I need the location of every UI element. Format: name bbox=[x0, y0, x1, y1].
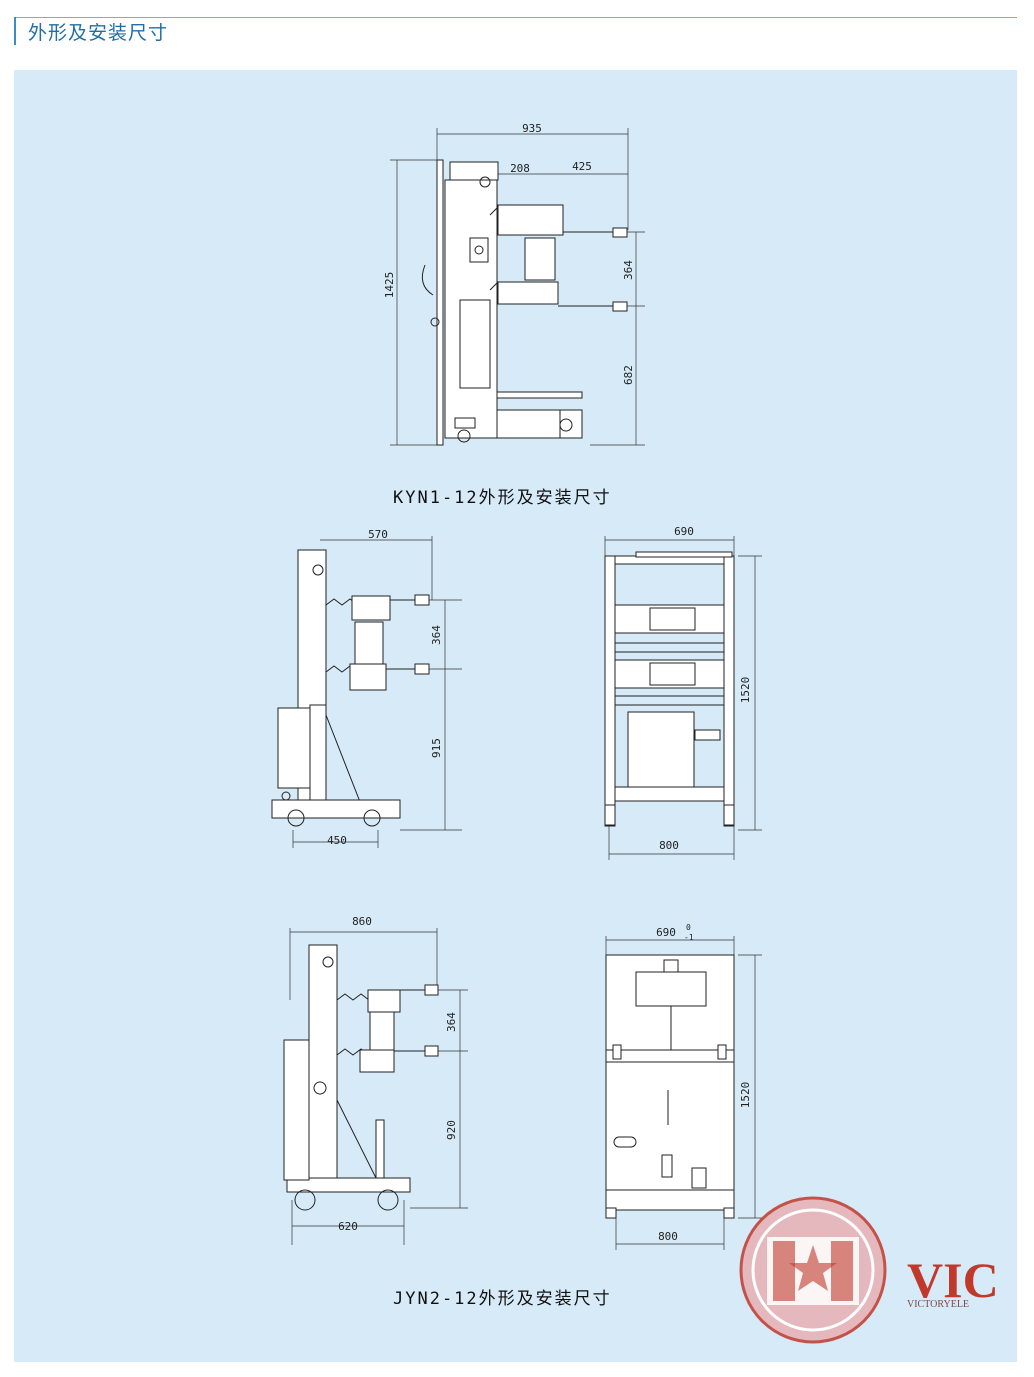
mid-side-dim-915: 915 bbox=[430, 738, 443, 758]
mid-side-dim-450: 450 bbox=[327, 834, 347, 847]
mid-front-drawing: 690 1520 800 bbox=[604, 525, 762, 860]
jyn-caption: JYN2-12外形及安装尺寸 bbox=[393, 1289, 612, 1309]
mid-side-dim-364: 364 bbox=[430, 625, 443, 645]
kyn-dim-364: 364 bbox=[622, 260, 635, 280]
jyn-side-drawing: 860 364 920 620 bbox=[283, 915, 468, 1245]
jyn-front-dim-800: 800 bbox=[658, 1230, 678, 1243]
jyn-front-dim-690: 690 bbox=[656, 926, 676, 939]
header-rule bbox=[14, 17, 1017, 18]
jyn-side-dim-860: 860 bbox=[352, 915, 372, 928]
mid-front-dim-690: 690 bbox=[674, 525, 694, 538]
jyn-front-tol-lower: -1 bbox=[684, 933, 694, 942]
header-accent bbox=[14, 17, 16, 45]
kyn-dim-682: 682 bbox=[622, 365, 635, 385]
jyn-side-dim-620: 620 bbox=[338, 1220, 358, 1233]
kyn-dim-935: 935 bbox=[522, 122, 542, 135]
jyn-front-tol-upper: 0 bbox=[686, 923, 691, 932]
mid-side-drawing: 570 364 915 450 bbox=[271, 528, 462, 848]
header-bar: 外形及安装尺寸 bbox=[14, 17, 1017, 47]
logo-text: VIC bbox=[907, 1252, 999, 1308]
kyn-drawing: 935 208 425 1425 364 682 bbox=[383, 122, 645, 446]
kyn-dim-425: 425 bbox=[572, 160, 592, 173]
section-title: 外形及安装尺寸 bbox=[28, 22, 169, 44]
jyn-front-drawing: 690 0 -1 1520 800 bbox=[605, 923, 762, 1250]
jyn-side-dim-364: 364 bbox=[445, 1012, 458, 1032]
mid-front-dim-800: 800 bbox=[659, 839, 679, 852]
vic-logo: VIC VICTORYELE bbox=[739, 1196, 999, 1344]
kyn-caption: KYN1-12外形及安装尺寸 bbox=[393, 488, 612, 508]
jyn-front-dim-1520: 1520 bbox=[739, 1082, 752, 1109]
logo-subtext: VICTORYELE bbox=[907, 1299, 969, 1310]
mid-front-dim-1520: 1520 bbox=[739, 677, 752, 704]
kyn-dim-1425: 1425 bbox=[383, 272, 396, 299]
jyn-side-dim-920: 920 bbox=[445, 1120, 458, 1140]
mid-side-dim-570: 570 bbox=[368, 528, 388, 541]
kyn-dim-208: 208 bbox=[510, 162, 530, 175]
